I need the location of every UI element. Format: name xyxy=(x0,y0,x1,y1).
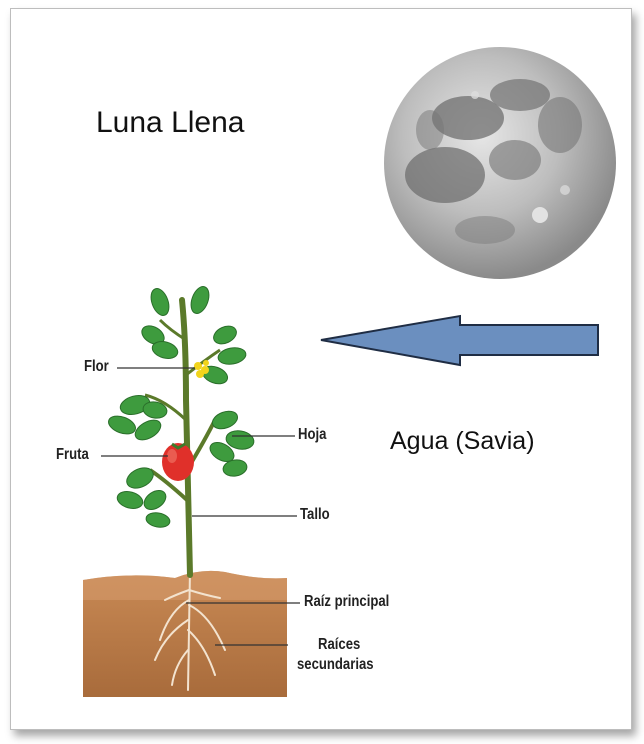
label-secundarias: secundarias xyxy=(297,656,374,674)
label-tallo: Tallo xyxy=(300,506,330,524)
tomato-fruit xyxy=(162,443,194,481)
plant-illustration xyxy=(106,284,255,575)
label-flor: Flor xyxy=(84,358,109,376)
label-raiz-principal: Raíz principal xyxy=(304,593,389,611)
moon-image xyxy=(384,47,616,279)
soil xyxy=(83,571,287,697)
label-fruta: Fruta xyxy=(56,446,89,464)
water-sap-label: Agua (Savia) xyxy=(390,427,535,456)
left-arrow-shape xyxy=(321,316,598,365)
moon-title: Luna Llena xyxy=(96,106,244,140)
label-hoja: Hoja xyxy=(298,426,326,444)
label-raices: Raíces xyxy=(318,636,360,654)
